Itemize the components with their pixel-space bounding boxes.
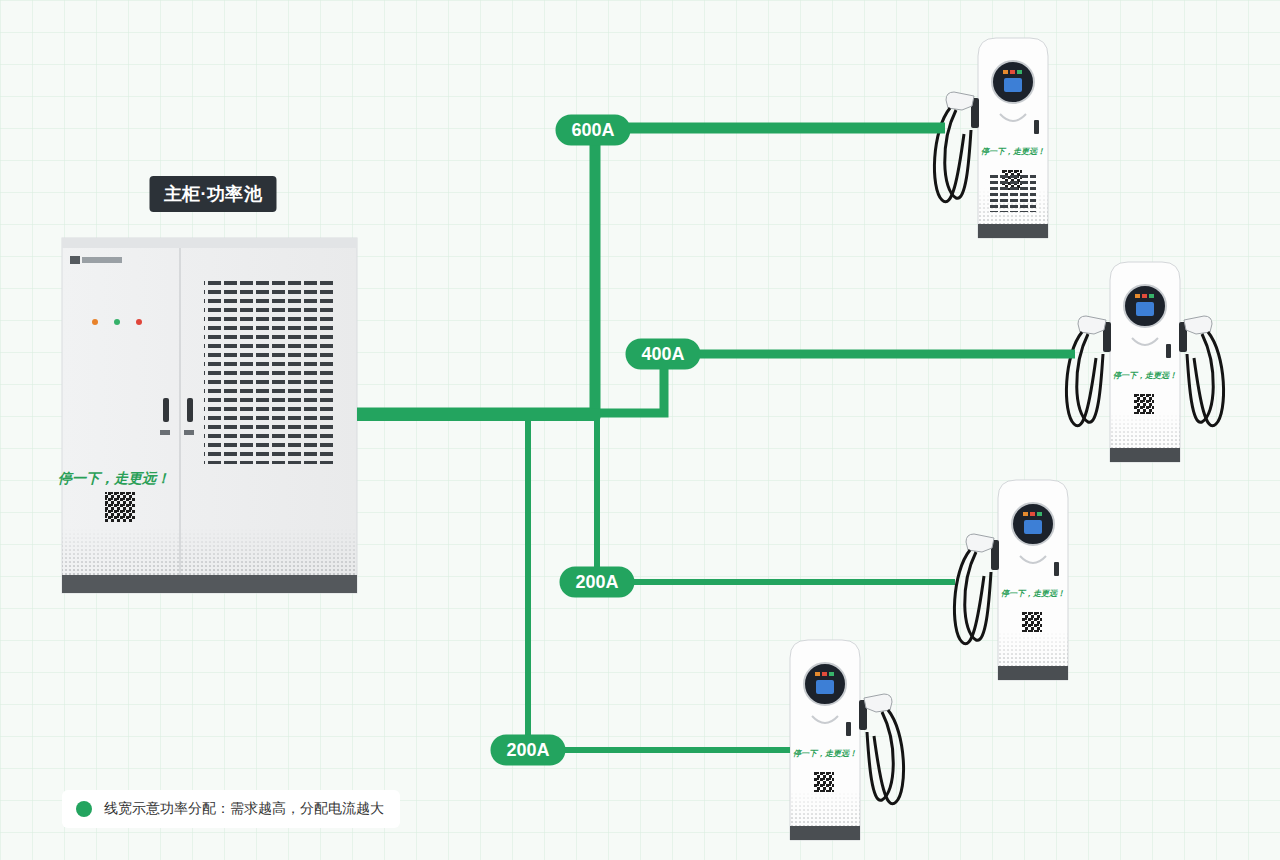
power-cabinet-part xyxy=(62,575,357,593)
power-cabinet-part xyxy=(160,430,170,435)
charger-4-part xyxy=(790,640,860,840)
power-cabinet-part xyxy=(163,398,169,422)
slogan-text: 停一下，走更远！ xyxy=(1001,588,1065,599)
power-cabinet-part xyxy=(62,238,357,248)
charger-node: 停一下，走更远！ xyxy=(945,38,1045,238)
power-cabinet-part xyxy=(82,257,122,263)
power-cabinet-part xyxy=(62,238,357,593)
charger-2-part xyxy=(1179,316,1224,426)
slogan-text: 停一下，走更远！ xyxy=(981,146,1045,157)
charger-1 xyxy=(934,38,1048,238)
charger-3-part xyxy=(954,534,999,644)
power-cabinet-part xyxy=(179,248,181,575)
power-cabinet-part xyxy=(184,430,194,435)
current-label: 200A xyxy=(490,735,565,766)
power-cabinet-part xyxy=(92,319,98,325)
power-cabinet-part xyxy=(187,398,193,422)
power-cabinet-part xyxy=(70,256,80,264)
current-label: 200A xyxy=(559,567,634,598)
slogan-text: 停一下，走更远！ xyxy=(58,470,170,488)
power-line xyxy=(357,128,945,413)
legend-text: 线宽示意功率分配：需求越高，分配电流越大 xyxy=(104,800,384,818)
power-line xyxy=(357,418,955,582)
charger-1-part xyxy=(990,172,1036,212)
power-line xyxy=(357,418,790,750)
power-cabinet-part xyxy=(114,319,120,325)
slogan-text: 停一下，走更远！ xyxy=(1113,370,1177,381)
power-cabinet-part xyxy=(136,319,142,325)
charger-2 xyxy=(1066,262,1223,462)
power-cabinet-part xyxy=(204,276,336,464)
slogan-text: 停一下，走更远！ xyxy=(793,748,857,759)
charger-2-part xyxy=(1066,316,1111,426)
charger-4 xyxy=(790,640,904,840)
power-line xyxy=(357,354,1075,413)
power-cabinet xyxy=(62,238,357,593)
charger-2-part xyxy=(1110,262,1180,462)
charger-3-part xyxy=(998,480,1068,680)
legend-item: 线宽示意功率分配：需求越高，分配电流越大 xyxy=(76,800,384,818)
charger-node: 停一下，走更远！ xyxy=(790,640,905,840)
legend-box: 线宽示意功率分配：需求越高，分配电流越大 xyxy=(62,790,400,828)
charger-3 xyxy=(954,480,1068,680)
charger-1-part xyxy=(978,38,1048,238)
power-cabinet-part xyxy=(105,492,135,522)
current-label: 400A xyxy=(625,339,700,370)
charger-node: 停一下，走更远！ xyxy=(1075,262,1225,462)
power-cabinet-part xyxy=(62,528,357,575)
charger-4-part xyxy=(859,694,904,804)
charger-1-part xyxy=(934,92,979,202)
cabinet-title: 主柜·功率池 xyxy=(150,176,277,212)
charger-node: 停一下，走更远！ xyxy=(955,480,1068,680)
legend-swatch xyxy=(76,801,92,817)
current-label: 600A xyxy=(555,115,630,146)
power-cabinet-node: 主柜·功率池停一下，走更远！ xyxy=(62,176,357,593)
